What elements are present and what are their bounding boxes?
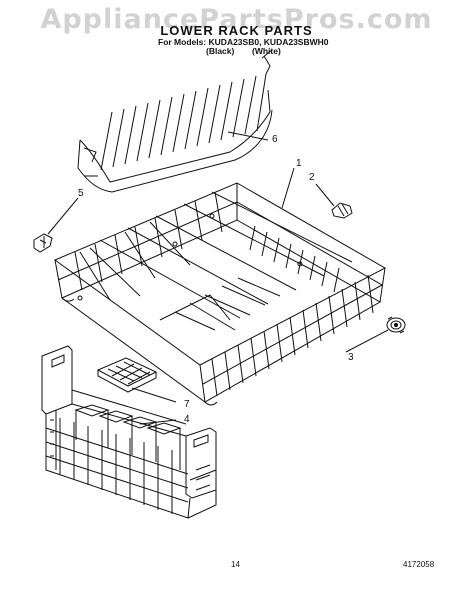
- callout-4: 4: [184, 414, 190, 425]
- part-3-wheel: [387, 317, 405, 333]
- leader-lines: [48, 132, 388, 424]
- color-label-black: (Black): [206, 46, 235, 56]
- color-label-white: (White): [252, 46, 281, 56]
- watermark: AppliancePartsPros.com: [40, 4, 433, 35]
- page-title: LOWER RACK PARTS: [160, 23, 313, 38]
- part-5-clip: [34, 234, 52, 252]
- part-1-lower-rack: [55, 183, 385, 405]
- part-7-basket-cover: [98, 358, 156, 392]
- part-6-tine-row: [78, 50, 272, 192]
- callout-3: 3: [348, 352, 354, 363]
- page-number: 14: [231, 560, 240, 569]
- callout-5: 5: [78, 188, 84, 199]
- callout-1: 1: [296, 158, 302, 169]
- callout-6: 6: [272, 134, 278, 145]
- part-4-silverware-basket: [42, 346, 216, 518]
- part-2-clip: [332, 203, 352, 218]
- callout-2: 2: [309, 172, 315, 183]
- models-line: For Models: KUDA23SB0, KUDA23SBWH0: [158, 37, 329, 47]
- document-number: 4172058: [403, 560, 435, 569]
- callout-7: 7: [184, 399, 190, 410]
